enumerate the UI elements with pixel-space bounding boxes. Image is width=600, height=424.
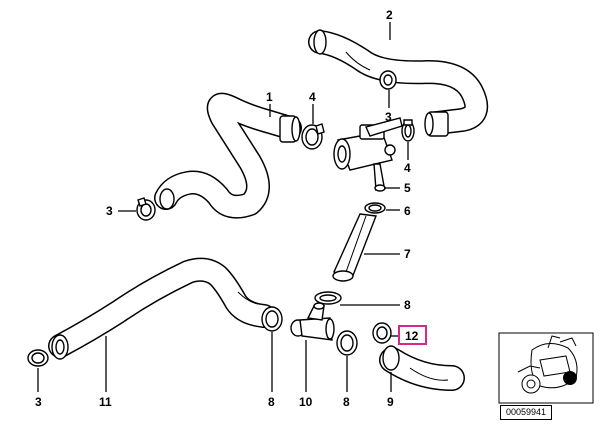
hose-7[interactable] <box>332 213 377 282</box>
callout-7: 7 <box>404 247 411 261</box>
catalog-code-label: 00059941 <box>500 405 552 420</box>
callout-3-left: 3 <box>106 204 113 218</box>
clamp-4-left[interactable] <box>301 123 325 150</box>
clamp-3-left[interactable] <box>136 197 156 221</box>
callout-9: 9 <box>387 395 394 409</box>
callout-6: 6 <box>404 204 411 218</box>
callout-4-left: 4 <box>309 90 316 104</box>
highlight-box <box>398 325 427 345</box>
callout-5: 5 <box>404 181 411 195</box>
hose-2[interactable] <box>308 29 489 137</box>
clamp-4-right[interactable] <box>401 119 415 142</box>
clamp-8-right[interactable] <box>314 291 342 305</box>
clamp-3-bottom[interactable] <box>27 349 49 367</box>
hose-9[interactable] <box>379 345 465 391</box>
clamp-8-left[interactable] <box>261 306 283 332</box>
valve-assembly[interactable] <box>333 117 403 192</box>
clamp-8-mid[interactable] <box>336 330 358 356</box>
callout-4-right: 4 <box>404 161 411 175</box>
hose-1[interactable] <box>154 92 302 219</box>
callout-12[interactable]: 12 <box>405 329 419 343</box>
callout-10: 10 <box>299 395 313 409</box>
clamp-3-top[interactable] <box>379 70 397 90</box>
vehicle-inset <box>498 332 594 404</box>
callout-2: 2 <box>386 8 393 22</box>
callout-8-right: 8 <box>404 298 411 312</box>
callout-3-bottom: 3 <box>35 395 42 409</box>
motorcycle-icon <box>517 335 578 394</box>
callout-11: 11 <box>99 395 112 409</box>
clamp-6[interactable] <box>364 202 386 214</box>
clamp-12[interactable] <box>372 322 392 344</box>
callout-8-left: 8 <box>268 395 275 409</box>
callout-1: 1 <box>266 90 273 104</box>
callout-8-mid: 8 <box>343 395 350 409</box>
hose-11[interactable] <box>48 257 276 360</box>
t-piece-10[interactable] <box>290 302 335 341</box>
callout-3-top: 3 <box>385 110 392 124</box>
